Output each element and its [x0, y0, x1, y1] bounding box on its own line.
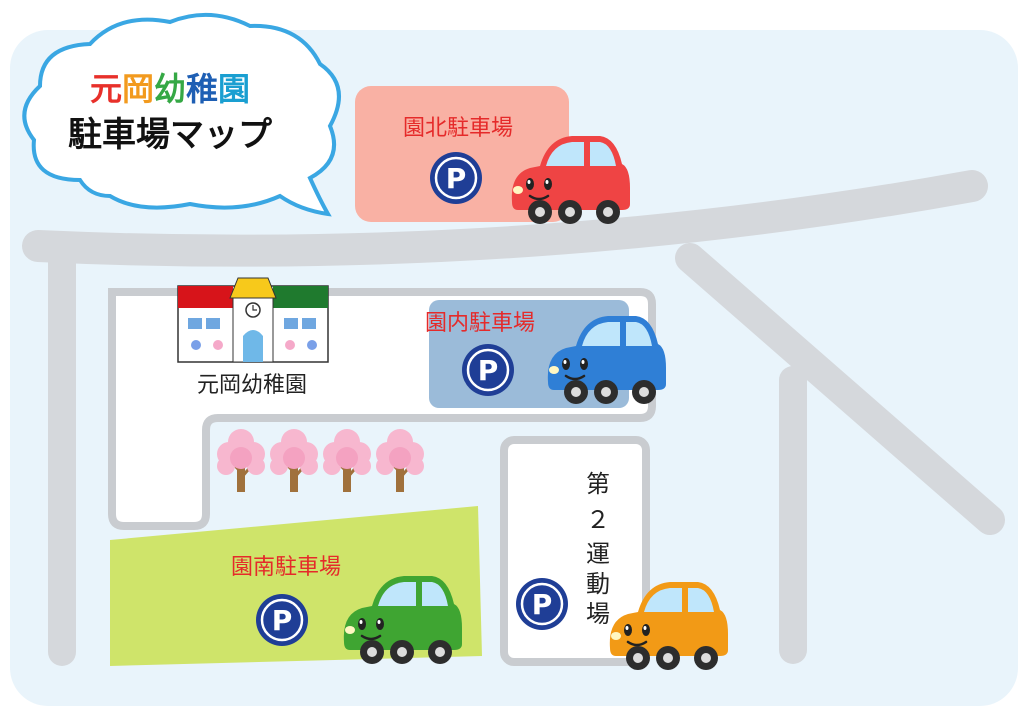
title-char-4: 稚: [186, 70, 218, 108]
south-parking-label: 園南駐車場: [231, 555, 341, 580]
title-line-2: 駐車場マップ: [68, 115, 272, 155]
roads: [22, 170, 1005, 666]
parking-sign-icon: P: [462, 344, 514, 396]
field-label-char: 運: [586, 540, 610, 568]
svg-text:P: P: [446, 162, 467, 195]
field-label-char: 場: [586, 600, 610, 628]
title-char-2: 岡: [122, 70, 154, 108]
svg-text:P: P: [532, 588, 553, 621]
title-char-5: 園: [218, 70, 250, 108]
parking-sign-icon: P: [256, 594, 308, 646]
second-field-label: 第 ２ 運 動 場: [586, 470, 610, 628]
field-label-char: 第: [586, 470, 610, 498]
title-line-1: 元岡幼稚園: [90, 70, 250, 108]
title-char-1: 元: [90, 70, 122, 108]
svg-text:P: P: [478, 354, 499, 387]
title-char-3: 幼: [154, 70, 186, 108]
parking-sign-icon: P: [516, 578, 568, 630]
svg-text:P: P: [272, 604, 293, 637]
school-building-icon: [177, 277, 329, 363]
speech-cloud-icon: [22, 12, 341, 217]
field-label-char: 動: [586, 570, 610, 598]
inner-parking-label: 園内駐車場: [425, 311, 535, 336]
field-label-char: ２: [586, 506, 610, 534]
school-label: 元岡幼稚園: [197, 373, 307, 398]
parking-sign-icon: P: [430, 152, 482, 204]
north-parking-label: 園北駐車場: [403, 116, 513, 141]
